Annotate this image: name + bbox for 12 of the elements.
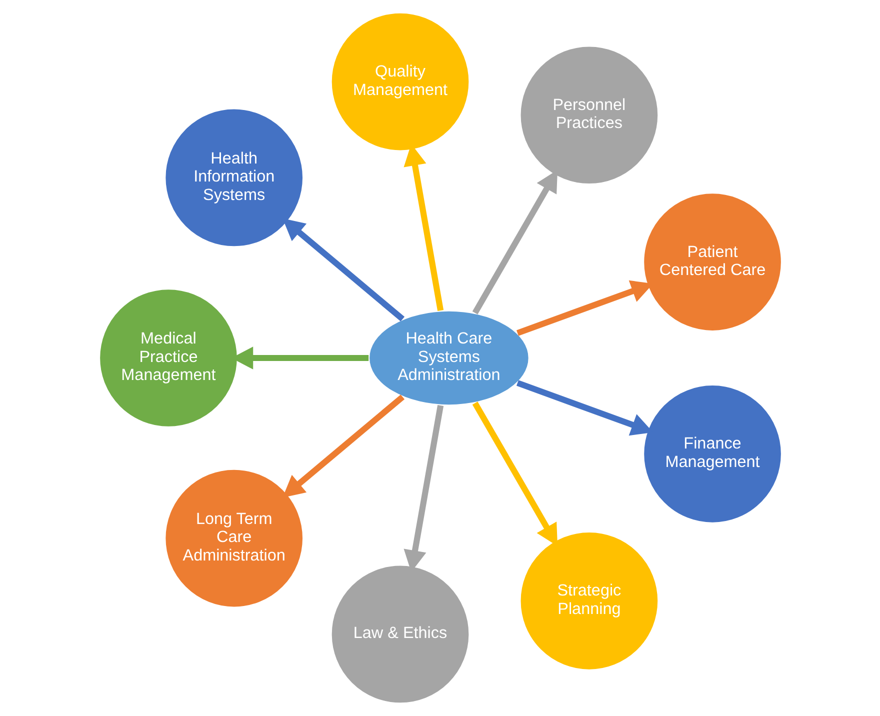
node-circle: Patient Centered Care	[642, 192, 782, 332]
node-ellipse: Health Care Systems Administration	[367, 309, 530, 407]
node-circle: Personnel Practices	[518, 44, 660, 186]
node-circle: Medical Practice Management	[98, 288, 238, 428]
node-circle: Health Information Systems	[163, 107, 304, 248]
arrow	[282, 394, 404, 498]
node-circle: Finance Management	[642, 384, 782, 524]
arrow	[282, 218, 404, 322]
node-circle: Long Term Care Administration	[163, 468, 304, 609]
node-circle: Law & Ethics	[329, 564, 470, 705]
node-circle: Strategic Planning	[518, 530, 660, 672]
node-circle: Quality Management	[329, 11, 470, 152]
